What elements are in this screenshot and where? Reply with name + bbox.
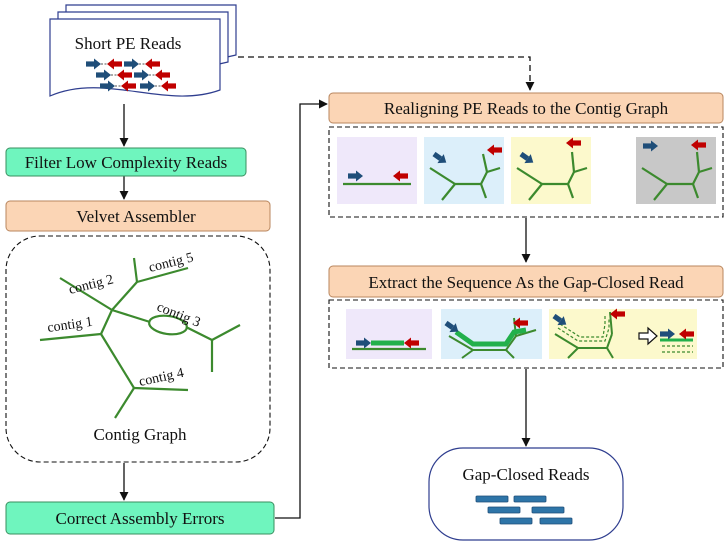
realign-panel-3: [511, 137, 591, 204]
flow-connectors: [119, 56, 535, 519]
short-pe-reads-label: Short PE Reads: [75, 34, 182, 53]
extract-panel-3: [549, 308, 697, 359]
extract-sequence-box: [328, 265, 724, 298]
filter-low-complexity-box: [5, 147, 247, 177]
gap-closed-reads-label: Gap-Closed Reads: [462, 465, 589, 484]
contig-graph-container: [5, 235, 271, 463]
contig-1-label: contig 1: [46, 315, 93, 336]
gap-closed-read-bars: [475, 495, 573, 525]
extract-panel-1: [346, 309, 432, 359]
velvet-assembler-box: [5, 200, 271, 232]
realign-panel-2: [424, 137, 504, 204]
realign-panel-1: [337, 137, 417, 204]
gap-closed-reads-container: [428, 447, 624, 541]
realigning-label: Realigning PE Reads to the Contig Graph: [384, 99, 669, 118]
contig-graph-caption: Contig Graph: [93, 425, 187, 444]
short-pe-reads-document: Short PE Reads: [49, 4, 237, 97]
realign-panel-4: [636, 137, 716, 204]
correct-assembly-errors-box: [5, 501, 275, 535]
extract-panel-2: [441, 309, 542, 359]
paired-read-icons: [86, 58, 176, 92]
correct-assembly-errors-label: Correct Assembly Errors: [55, 509, 224, 528]
extract-sequence-label: Extract the Sequence As the Gap-Closed R…: [368, 273, 684, 292]
velvet-assembler-label: Velvet Assembler: [76, 207, 196, 226]
contig-graph: [39, 257, 241, 419]
filter-low-complexity-label: Filter Low Complexity Reads: [25, 153, 228, 172]
realigning-box: [328, 92, 724, 124]
